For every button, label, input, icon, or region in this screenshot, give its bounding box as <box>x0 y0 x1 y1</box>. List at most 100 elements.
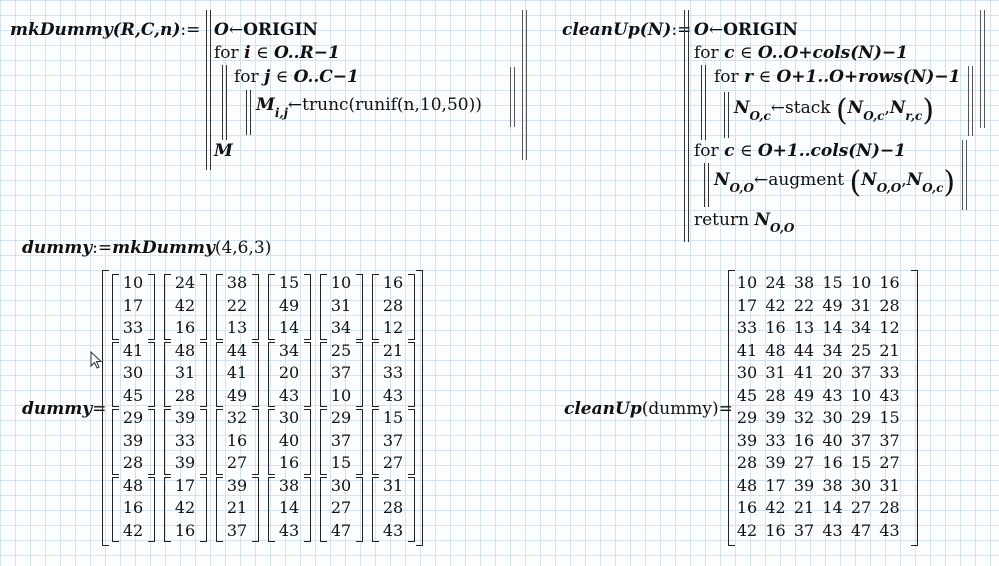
matrix-cell: 28 <box>382 498 404 517</box>
for-loop-line[interactable]: for r ∈ O+1..O+rows(N)−1 <box>714 67 961 87</box>
inner-left-bracket <box>268 409 275 475</box>
matrix-cell: 39 <box>174 453 196 472</box>
matrix-cell: 27 <box>330 498 352 517</box>
matrix-cell: 28 <box>879 498 900 517</box>
matrix-cell: 30 <box>850 475 872 495</box>
for-loop-line[interactable]: for i ∈ O..R−1 <box>214 43 340 63</box>
inner-left-bracket <box>268 476 275 542</box>
matrix-cell: 31 <box>879 475 900 495</box>
matrix-cell: 21 <box>793 498 815 517</box>
inner-right-bracket <box>304 274 311 340</box>
matrix-cell: 28 <box>174 385 196 405</box>
program-bar <box>684 10 689 242</box>
matrix-cell: 49 <box>793 385 815 405</box>
matrix-cell: 27 <box>382 453 404 472</box>
matrix-cell: 17 <box>765 475 786 495</box>
matrix-cell: 28 <box>879 295 900 315</box>
matrix-cell: 10 <box>122 273 144 292</box>
matrix-cell: 47 <box>330 520 352 540</box>
right-bracket <box>911 270 918 546</box>
left-bracket <box>728 270 735 546</box>
matrix-cell: 20 <box>278 363 300 382</box>
dummy-evaluation-label[interactable]: dummy= <box>22 399 107 419</box>
matrix-cell: 29 <box>850 408 872 427</box>
inner-right-bracket <box>356 341 363 407</box>
for-loop-line[interactable]: for c ∈ O+1..cols(N)−1 <box>694 141 906 161</box>
matrix-cell: 29 <box>736 408 758 427</box>
for-loop-line[interactable]: for j ∈ O..C−1 <box>234 67 359 87</box>
matrix-cell: 40 <box>278 430 300 450</box>
inner-left-bracket <box>320 409 327 475</box>
matrix-cell: 43 <box>278 520 300 540</box>
matrix-cell: 14 <box>822 498 843 517</box>
mkdummy-signature[interactable]: mkDummy(R,C,n):= <box>10 20 201 40</box>
matrix-cell: 32 <box>793 408 815 427</box>
matrix-cell: 28 <box>736 453 758 472</box>
matrix-cell: 16 <box>174 318 196 337</box>
matrix-cell: 33 <box>382 363 404 382</box>
matrix-cell: 28 <box>382 295 404 315</box>
matrix-cell: 31 <box>850 295 872 315</box>
matrix-cell: 27 <box>879 453 900 472</box>
matrix-cell: 34 <box>278 340 300 360</box>
inner-left-bracket <box>372 476 379 542</box>
matrix-cell: 14 <box>822 318 843 337</box>
dummy-definition[interactable]: dummy:=mkDummy(4,6,3) <box>22 238 272 258</box>
outer-right-bracket <box>416 270 423 546</box>
inner-right-bracket <box>148 274 155 340</box>
matrix-cell: 48 <box>765 340 786 360</box>
return-line[interactable]: M <box>214 141 233 161</box>
matrix-cell: 16 <box>765 318 786 337</box>
matrix-cell: 39 <box>793 475 815 495</box>
matrix-cell: 44 <box>226 340 248 360</box>
cleanup-evaluation-label[interactable]: cleanUp(dummy)= <box>564 399 733 419</box>
return-line[interactable]: return NO,O <box>694 210 795 235</box>
inner-right-bracket <box>148 409 155 475</box>
matrix-cell: 39 <box>226 475 248 495</box>
matrix-cell: 13 <box>226 318 248 337</box>
matrix-cell: 27 <box>793 453 815 472</box>
matrix-cell: 14 <box>278 498 300 517</box>
matrix-cell: 43 <box>382 520 404 540</box>
assignment-line[interactable]: NO,O←augment (NO,O,NO,c) <box>714 165 956 200</box>
matrix-cell: 16 <box>793 430 815 450</box>
inner-left-bracket <box>372 274 379 340</box>
assignment-line[interactable]: Mi,j←trunc(runif(n,10,50)) <box>256 95 482 120</box>
inner-right-bracket <box>252 274 259 340</box>
program-line[interactable]: O←ORIGIN <box>214 20 318 40</box>
cleanup-signature[interactable]: cleanUp(N):= <box>562 20 692 40</box>
matrix-cell: 22 <box>226 295 248 315</box>
matrix-cell: 16 <box>879 273 900 292</box>
inner-left-bracket <box>216 476 223 542</box>
matrix-cell: 16 <box>765 520 786 540</box>
matrix-cell: 31 <box>765 363 786 382</box>
matrix-cell: 30 <box>330 475 352 495</box>
matrix-cell: 15 <box>850 453 872 472</box>
matrix-cell: 34 <box>330 318 352 337</box>
inner-right-bracket <box>408 476 415 542</box>
matrix-cell: 30 <box>822 408 843 427</box>
matrix-cell: 42 <box>174 295 196 315</box>
program-bar <box>724 92 729 138</box>
inner-right-bracket <box>356 409 363 475</box>
assignment-line[interactable]: NO,c←stack (NO,c,Nr,c) <box>734 93 935 128</box>
program-line[interactable]: O←ORIGIN <box>694 20 798 40</box>
matrix-cell: 14 <box>278 318 300 337</box>
program-bar <box>701 65 706 140</box>
matrix-cell: 27 <box>850 498 872 517</box>
inner-left-bracket <box>112 341 119 407</box>
matrix-cell: 42 <box>765 295 786 315</box>
matrix-cell: 28 <box>122 453 144 472</box>
matrix-cell: 48 <box>174 340 196 360</box>
inner-left-bracket <box>112 274 119 340</box>
matrix-cell: 42 <box>765 498 786 517</box>
inner-left-bracket <box>268 341 275 407</box>
matrix-cell: 43 <box>382 385 404 405</box>
matrix-cell: 17 <box>122 295 144 315</box>
inner-left-bracket <box>216 409 223 475</box>
for-loop-line[interactable]: for c ∈ O..O+cols(N)−1 <box>694 43 908 63</box>
matrix-cell: 15 <box>822 273 843 292</box>
matrix-cell: 25 <box>330 340 352 360</box>
matrix-cell: 39 <box>736 430 758 450</box>
mouse-pointer-icon <box>90 351 102 369</box>
